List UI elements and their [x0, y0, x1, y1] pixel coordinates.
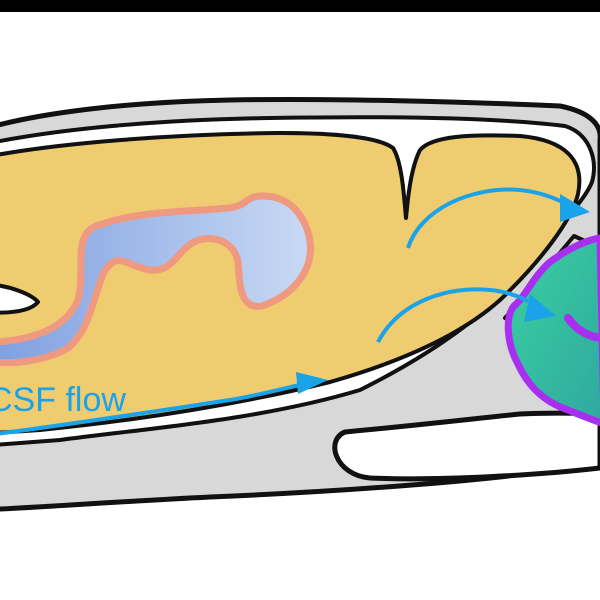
- lymph-node-inner-curve: [564, 314, 600, 342]
- csf-flow-path-ventral: [0, 380, 313, 436]
- csf-flow-arrowhead-lower: [524, 294, 556, 322]
- csf-flow-arrowhead-ventral: [296, 372, 328, 394]
- csf-flow-label: CSF flow: [0, 381, 126, 419]
- csf-flow-path-upper: [406, 187, 571, 249]
- lateral-ventricle: [0, 192, 314, 367]
- ventricle-notch: [0, 283, 40, 315]
- top-border-bar: [0, 0, 600, 12]
- deep-cervical-lymph-node: [504, 234, 600, 427]
- csf-flow-arrowhead-upper: [560, 194, 590, 222]
- csf-flow-path-lower: [376, 287, 542, 343]
